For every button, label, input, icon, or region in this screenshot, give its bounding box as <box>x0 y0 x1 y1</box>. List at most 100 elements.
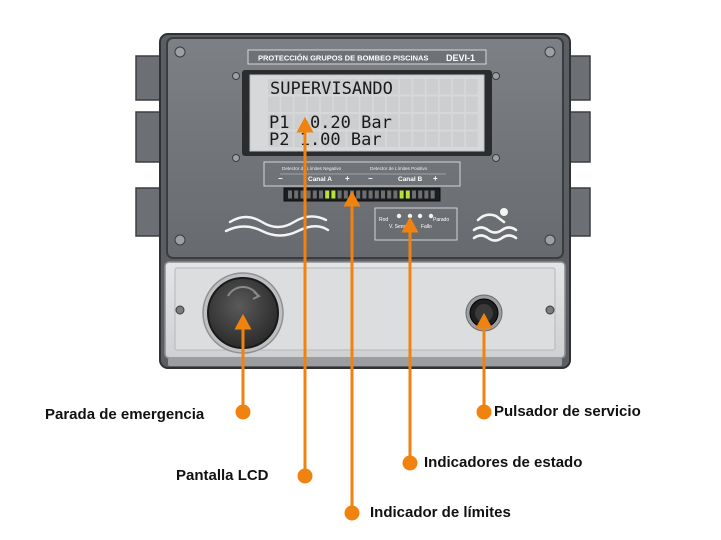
lcd-screen-arrowhead <box>296 116 314 133</box>
lcd-cell <box>386 79 399 95</box>
channel-b-label: Canal B <box>398 176 423 183</box>
lcd-cell <box>307 79 320 95</box>
lcd-cell <box>413 96 425 112</box>
label-lcd-screen: Pantalla LCD <box>176 467 269 484</box>
lcd-cell <box>268 131 280 147</box>
status-parado-label: Parado <box>433 217 449 223</box>
channel-b-plus: + <box>433 174 438 183</box>
lcd-cell <box>360 79 372 95</box>
limit-led <box>356 190 361 199</box>
lcd-cell <box>426 79 438 95</box>
lcd-cell <box>294 96 306 112</box>
emergency-stop-leader-dot <box>235 404 251 420</box>
limit-led <box>418 190 423 199</box>
limit-led <box>312 190 317 199</box>
lcd-cell <box>320 114 333 130</box>
limits-negative-caption: Detector de Límites Negativo <box>282 166 342 171</box>
limit-indicator-arrowhead <box>343 190 361 207</box>
lcd-cell <box>373 79 386 95</box>
label-service-button: Pulsador de servicio <box>494 403 641 420</box>
lcd-cell <box>347 79 359 95</box>
lcd-cell <box>400 79 412 95</box>
lcd-cell <box>426 114 438 130</box>
lcd-screen-leader-dot <box>297 468 313 484</box>
label-status-indicators: Indicadores de estado <box>424 454 583 471</box>
lid-screws <box>174 46 556 246</box>
lcd-cell <box>413 79 425 95</box>
status-leds <box>396 213 434 219</box>
lcd-cell <box>294 79 306 95</box>
bottom-feet <box>168 358 562 366</box>
emergency-stop-button[interactable] <box>202 272 284 354</box>
lcd-cell <box>466 96 478 112</box>
limit-led <box>325 190 330 199</box>
lcd-cell <box>281 114 293 130</box>
channel-a-plus: + <box>345 174 350 183</box>
lcd-cell <box>334 96 346 112</box>
lcd-pixel-grid <box>268 79 478 147</box>
lcd-cell <box>347 96 359 112</box>
limit-led <box>381 190 385 199</box>
lcd-cell <box>307 114 320 130</box>
lcd-cell <box>294 114 306 130</box>
lcd-cell <box>268 79 280 95</box>
lcd-cell <box>347 131 359 147</box>
lcd-cell <box>452 96 465 112</box>
lcd-cell <box>334 79 346 95</box>
lcd-cell <box>439 131 452 147</box>
channel-b-minus: − <box>368 174 373 183</box>
lcd-cell <box>400 131 412 147</box>
limit-led <box>306 190 311 199</box>
lcd-cell <box>320 79 333 95</box>
status-fallo-label: Fallo <box>421 224 432 230</box>
limit-led <box>374 190 379 199</box>
lcd-cell <box>281 96 293 112</box>
service-button-leader-dot <box>476 404 492 420</box>
limit-led <box>393 190 398 199</box>
lcd-cell <box>347 114 359 130</box>
lcd-cell <box>373 96 386 112</box>
limit-led <box>368 190 373 199</box>
limits-panel-frame <box>263 161 461 187</box>
status-panel-frame <box>374 207 458 241</box>
lcd-cell <box>439 79 452 95</box>
swimmer-icon <box>472 208 518 242</box>
limit-led <box>300 190 305 199</box>
lcd-cell <box>268 114 280 130</box>
lcd-cell <box>386 131 399 147</box>
lower-screws <box>175 305 555 315</box>
lcd-cell <box>373 114 386 130</box>
lcd-cell <box>281 79 293 95</box>
limit-led <box>424 190 429 199</box>
limit-led <box>331 190 336 199</box>
limit-led <box>343 190 348 199</box>
lcd-cell <box>386 96 399 112</box>
lcd-cell <box>360 114 372 130</box>
lcd-cell <box>466 131 478 147</box>
limit-led <box>362 190 367 199</box>
lcd-cell <box>413 131 425 147</box>
status-vsensor-label: V. Sensor <box>389 224 411 230</box>
lcd-cell <box>334 114 346 130</box>
channel-a-label: Canal A <box>308 176 332 183</box>
lcd-cell <box>413 114 425 130</box>
lcd-cell <box>360 131 372 147</box>
lcd-cell <box>426 96 438 112</box>
lcd-cell <box>400 114 412 130</box>
lcd-cell <box>320 131 333 147</box>
lcd-cell <box>439 114 452 130</box>
label-limit-indicator: Indicador de límites <box>370 504 511 521</box>
limits-positive-caption: Detector de Límites Positivo <box>370 166 428 171</box>
header-title: PROTECCIÓN GRUPOS DE BOMBEO PISCINAS <box>258 54 428 63</box>
lcd-line-1: SUPERVISANDO <box>270 79 393 99</box>
model-label: DEVI-1 <box>446 53 475 63</box>
limit-led <box>294 190 299 199</box>
limit-indicator-leader-dot <box>344 505 360 521</box>
limit-led <box>319 190 323 199</box>
lcd-cell <box>268 96 280 112</box>
service-button-arrowhead <box>475 312 493 329</box>
status-rod-label: Rod <box>379 217 388 223</box>
lcd-cell <box>400 96 412 112</box>
limit-led <box>430 190 435 199</box>
